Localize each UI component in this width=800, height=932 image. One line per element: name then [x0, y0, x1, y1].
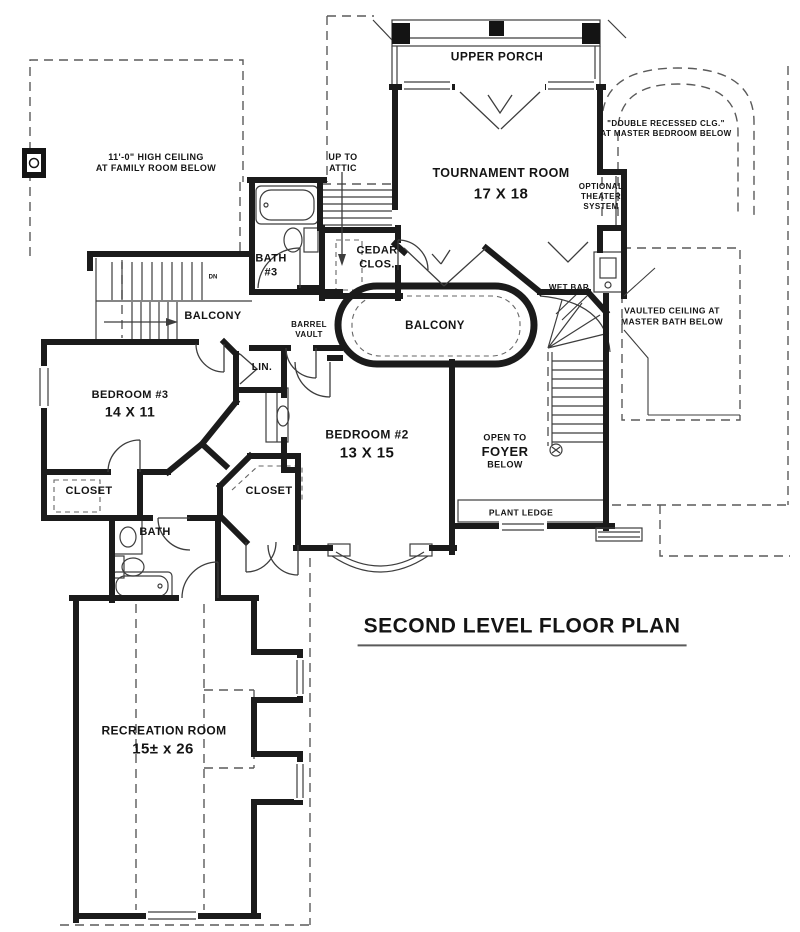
label-optional-theater: OPTIONAL THEATER SYSTEM: [578, 182, 624, 211]
label-family-ceiling: 11'-0" HIGH CEILING AT FAMILY ROOM BELOW: [95, 151, 217, 173]
label-open-to-foyer-line2: FOYER: [481, 443, 529, 459]
oval-balcony-rail: [334, 282, 538, 368]
label-bedroom2-dims: 13 X 15: [339, 444, 395, 462]
label-tournament-dims: 17 X 18: [473, 185, 529, 203]
label-upper-porch: UPPER PORCH: [450, 49, 544, 64]
doors: [107, 91, 589, 599]
vault-lines: [623, 267, 740, 416]
label-cedar-closet: CEDAR CLOS.: [356, 244, 398, 270]
label-vaulted-ceiling: VAULTED CEILING AT MASTER BATH BELOW: [620, 305, 724, 326]
label-recreation-dims: 15± x 26: [132, 740, 194, 758]
label-up-to-attic: UP TO ATTIC: [328, 151, 358, 173]
label-linen-closet: LIN.: [251, 361, 273, 373]
columns-and-chimney: [22, 21, 600, 178]
label-balcony-center: BALCONY: [405, 319, 465, 332]
label-bath: BATH: [139, 526, 171, 539]
label-closet-left: CLOSET: [65, 485, 113, 498]
thin-linework: [95, 19, 627, 601]
label-tournament-room: TOURNAMENT ROOM: [432, 166, 570, 181]
label-bath3: BATH #3: [255, 252, 287, 278]
label-open-to-foyer-line3: BELOW: [487, 459, 523, 470]
label-barrel-vault: BARREL VAULT: [291, 320, 327, 339]
label-bedroom2: BEDROOM #2: [325, 427, 409, 442]
direction-arrows: [104, 172, 346, 326]
walls: [41, 84, 627, 923]
label-stairs-down: DN: [208, 274, 218, 281]
dashed-ceiling-outlines: [29, 15, 790, 926]
label-recreation-room: RECREATION ROOM: [101, 723, 227, 738]
label-bedroom3: BEDROOM #3: [91, 389, 169, 402]
label-closet-right: CLOSET: [245, 485, 293, 498]
page-title: SECOND LEVEL FLOOR PLAN: [357, 613, 687, 647]
label-double-recessed-ceiling: "DOUBLE RECESSED CLG." AT MASTER BEDROOM…: [600, 119, 732, 138]
windows: [37, 78, 643, 924]
label-balcony-left: BALCONY: [184, 310, 242, 323]
label-open-to-foyer-line1: OPEN TO: [483, 432, 527, 443]
label-plant-ledge: PLANT LEDGE: [488, 507, 554, 518]
dashed-closet-outlines: [53, 239, 521, 513]
label-bedroom3-dims: 14 X 11: [104, 403, 156, 420]
label-wet-bar: WET BAR: [548, 283, 590, 292]
